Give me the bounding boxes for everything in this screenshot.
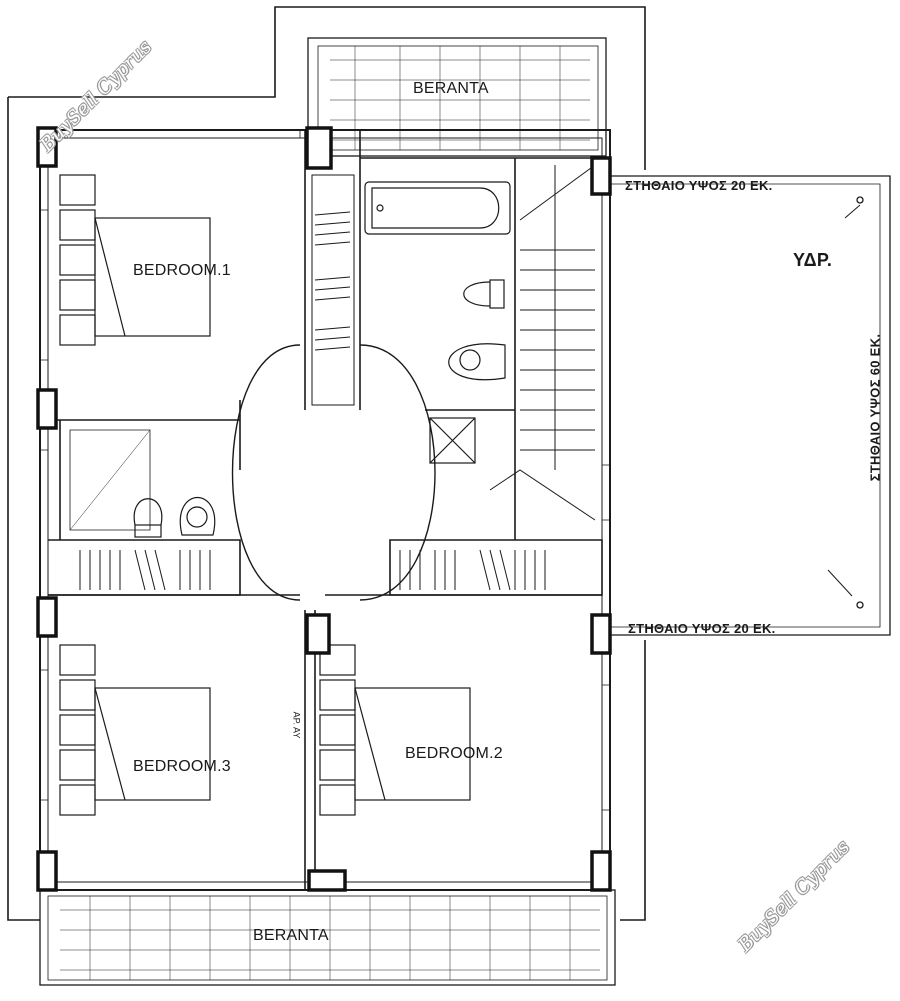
columns — [36, 126, 612, 892]
corridor-arcs — [231, 344, 436, 601]
top-veranda — [307, 37, 607, 157]
label-bedroom-3: BEDROOM.3 — [133, 758, 231, 775]
label-parapet-bottom: ΣΤΗΘΑΙΟ ΥΨΟΣ 20 ΕΚ. — [628, 621, 776, 636]
label-drain: ΥΔΡ. — [793, 250, 833, 270]
windows — [40, 130, 610, 811]
beds — [59, 174, 471, 816]
label-beranta-bottom: BERANTA — [253, 927, 329, 944]
label-parapet-side: ΣΤΗΘΑΙΟ ΥΨΟΣ 60 ΕΚ. — [867, 333, 883, 482]
label-bedroom-2: BEDROOM.2 — [405, 745, 503, 762]
staircase — [489, 164, 596, 521]
label-bedroom-1: BEDROOM.1 — [133, 262, 231, 279]
right-terrace — [610, 175, 891, 636]
label-small-mark: ΑΡ. ΑΥ — [291, 711, 302, 739]
outer-boundary — [7, 6, 646, 921]
interior-walls — [48, 130, 603, 890]
wardrobes — [79, 174, 546, 591]
label-parapet-top: ΣΤΗΘΑΙΟ ΥΨΟΣ 20 ΕΚ. — [625, 178, 773, 193]
label-beranta-top: BERANTA — [413, 80, 489, 97]
bathroom-fixtures — [69, 181, 511, 538]
